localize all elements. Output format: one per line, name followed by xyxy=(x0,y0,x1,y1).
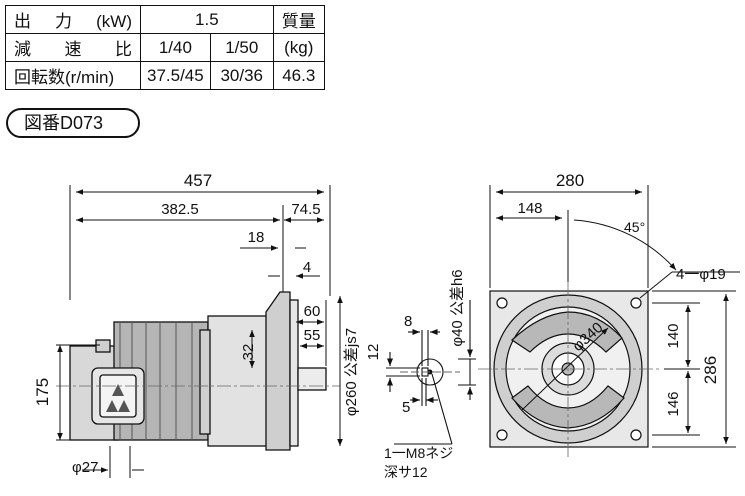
side-view xyxy=(56,291,340,451)
spec-row-output: 出力(kW) 1.5 質量 xyxy=(5,5,325,34)
brand-logo-mark xyxy=(106,384,130,412)
dim-height-175: 175 xyxy=(33,378,52,406)
bolt-hole xyxy=(630,429,642,441)
spec-row-speed: 回転数(r/min) 37.5/45 30/36 46.3 xyxy=(5,61,325,90)
gear-housing xyxy=(207,315,271,447)
output-label: 出力(kW) xyxy=(5,5,141,34)
tapped-hole-spec: 1一M8ネジ xyxy=(384,445,453,461)
shaft-end-detail xyxy=(386,300,476,445)
bolt-hole xyxy=(630,297,642,309)
dim-width-280: 280 xyxy=(556,171,584,190)
shaft-detail-labels: 8 12 5 φ40 公差h6 1一M8ネジ 深サ12 xyxy=(365,269,466,480)
dim-shaft-diameter: φ40 公差h6 xyxy=(449,269,466,346)
dim-4: 4 xyxy=(303,259,311,276)
bolt-hole xyxy=(496,429,508,441)
dim-overall-length: 457 xyxy=(184,171,212,190)
drawing-number-badge: 図番D073 xyxy=(6,108,140,138)
speed-a: 37.5/45 xyxy=(140,61,211,90)
dim-bolt-holes: 4一φ19 xyxy=(676,266,726,283)
dim-height-286: 286 xyxy=(701,356,720,384)
output-shaft xyxy=(297,367,327,391)
dim-140: 140 xyxy=(665,323,682,348)
dim-146: 146 xyxy=(665,391,682,416)
dim-motor-part: 382.5 xyxy=(161,201,199,218)
speed-label: 回転数(r/min) xyxy=(5,61,141,90)
spec-row-ratio: 減 速 比 1/40 1/50 (kg) xyxy=(5,33,325,62)
dim-148: 148 xyxy=(517,200,542,217)
dim-12: 12 xyxy=(365,344,382,361)
front-view xyxy=(478,282,662,458)
front-dimensions xyxy=(489,185,740,448)
dim-18: 18 xyxy=(248,229,265,246)
mass-value: 46.3 xyxy=(272,61,325,90)
dim-8: 8 xyxy=(404,313,412,330)
dim-angle: 45° xyxy=(624,219,645,235)
ratio-label: 減 速 比 xyxy=(5,33,141,62)
front-dimension-labels: 280 148 45° 4一φ19 φ340 140 146 286 xyxy=(517,171,725,417)
mass-unit: (kg) xyxy=(272,33,325,62)
dim-55: 55 xyxy=(304,327,321,344)
dim-phi27: φ27 xyxy=(72,459,98,476)
spec-table: 出力(kW) 1.5 質量 減 速 比 1/40 1/50 (kg) 回転数(r… xyxy=(5,5,325,90)
side-dimension-labels: 457 382.5 74.5 18 4 60 55 32 175 φ260 公差… xyxy=(33,171,360,476)
output-flange xyxy=(265,291,291,451)
dim-gear-part: 74.5 xyxy=(291,201,320,218)
dim-32: 32 xyxy=(240,344,257,361)
speed-b: 30/36 xyxy=(209,61,274,90)
output-value: 1.5 xyxy=(140,5,274,34)
dim-60: 60 xyxy=(304,303,321,320)
dim-flange-spigot: φ260 公差js7 xyxy=(343,328,360,416)
bolt-hole xyxy=(496,297,508,309)
side-dimensions xyxy=(56,185,343,478)
tapped-hole-depth: 深サ12 xyxy=(384,464,428,480)
dim-5: 5 xyxy=(402,399,410,416)
